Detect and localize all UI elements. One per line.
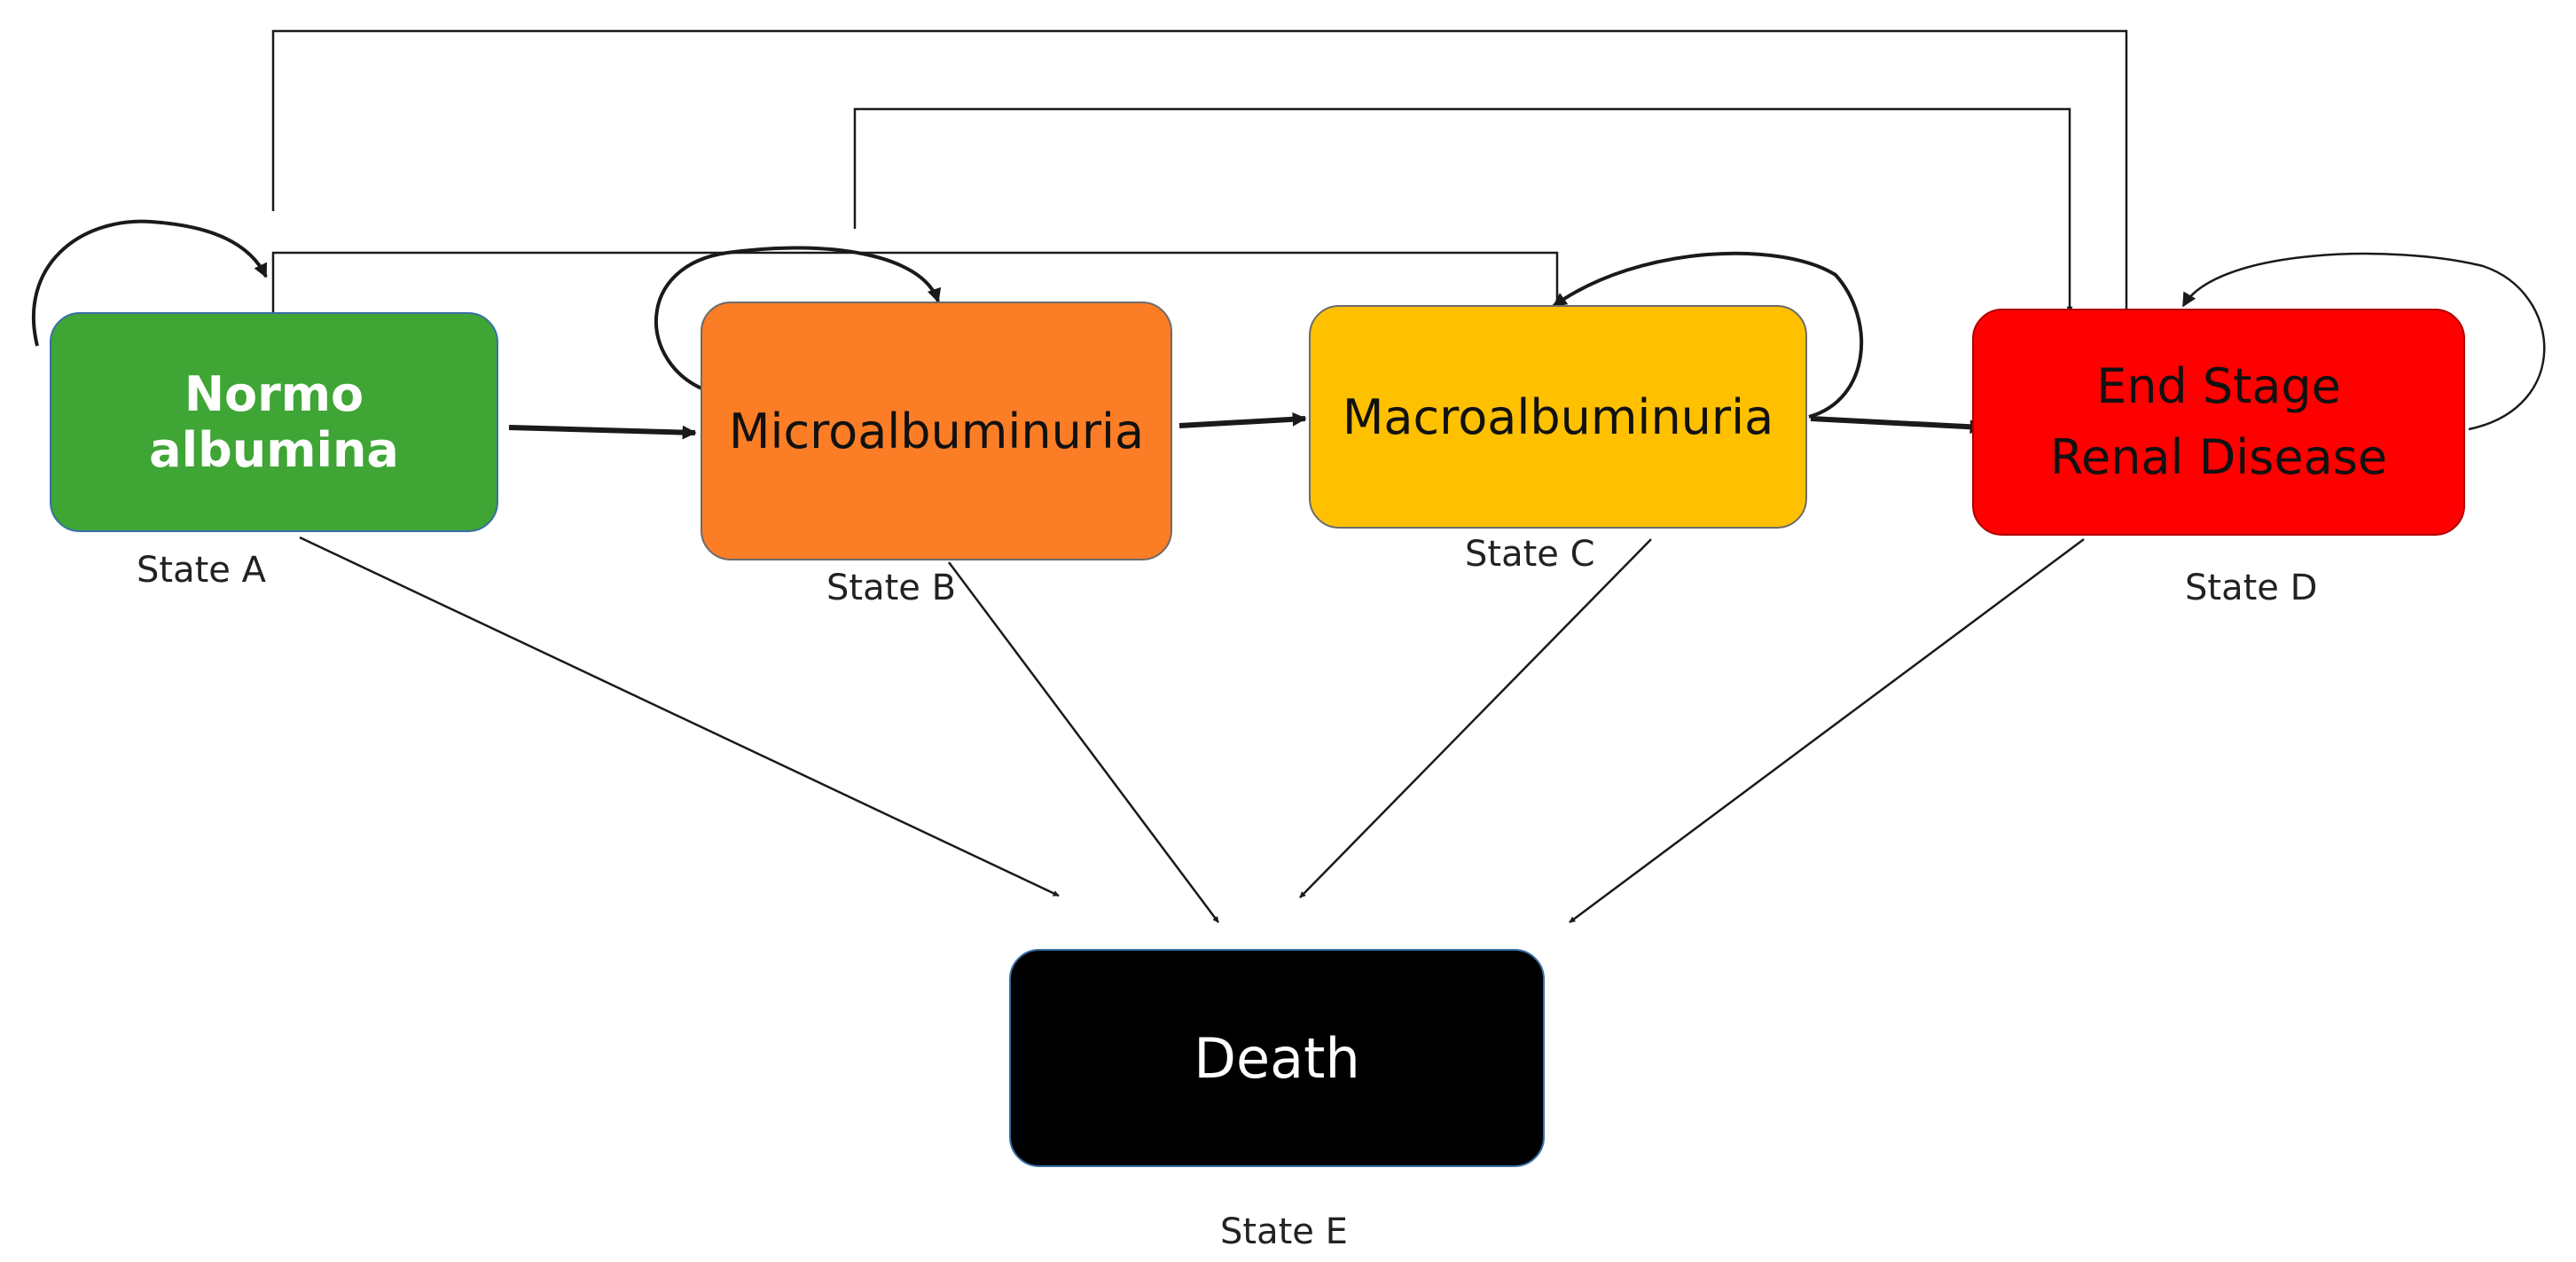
state-name: End Stage Renal Disease xyxy=(2049,358,2388,485)
state-caption-e: State E xyxy=(1220,1211,1348,1252)
state-box-death: Death xyxy=(1009,949,1545,1167)
state-box-normo-albumina: Normo albumina xyxy=(50,312,498,532)
arrow-d-to-e xyxy=(1569,537,2085,924)
arrow-a-to-e xyxy=(299,536,1060,898)
arrow-a-to-d xyxy=(271,29,2137,338)
state-caption-c: State C xyxy=(1465,534,1595,575)
arrow-a-to-b xyxy=(508,425,697,440)
state-box-microalbuminuria: Microalbuminuria xyxy=(701,302,1172,560)
arrow-b-to-c xyxy=(1178,412,1307,428)
arrow-c-to-c xyxy=(1552,251,1864,419)
arrow-c-to-d xyxy=(1810,416,1985,435)
arrow-a-to-a xyxy=(31,219,268,347)
arrow-b-to-b xyxy=(654,246,942,392)
arrow-d-to-d xyxy=(2181,252,2546,431)
arrow-c-to-e xyxy=(1299,538,1652,898)
state-name: Normo albumina xyxy=(149,366,399,478)
arrow-a-to-c xyxy=(271,251,1561,312)
state-box-macroalbuminuria: Macroalbuminuria xyxy=(1309,305,1807,529)
arrow-b-to-e xyxy=(947,561,1220,923)
state-caption-b: State B xyxy=(826,568,957,608)
arrow-b-to-d xyxy=(853,107,2073,313)
state-name: Macroalbuminuria xyxy=(1342,388,1774,445)
state-caption-a: State A xyxy=(137,550,266,591)
state-name: Death xyxy=(1194,1025,1360,1091)
state-box-end-stage-renal-disease: End Stage Renal Disease xyxy=(1972,309,2465,536)
state-name: Microalbuminuria xyxy=(728,403,1145,459)
state-caption-d: State D xyxy=(2185,568,2318,608)
